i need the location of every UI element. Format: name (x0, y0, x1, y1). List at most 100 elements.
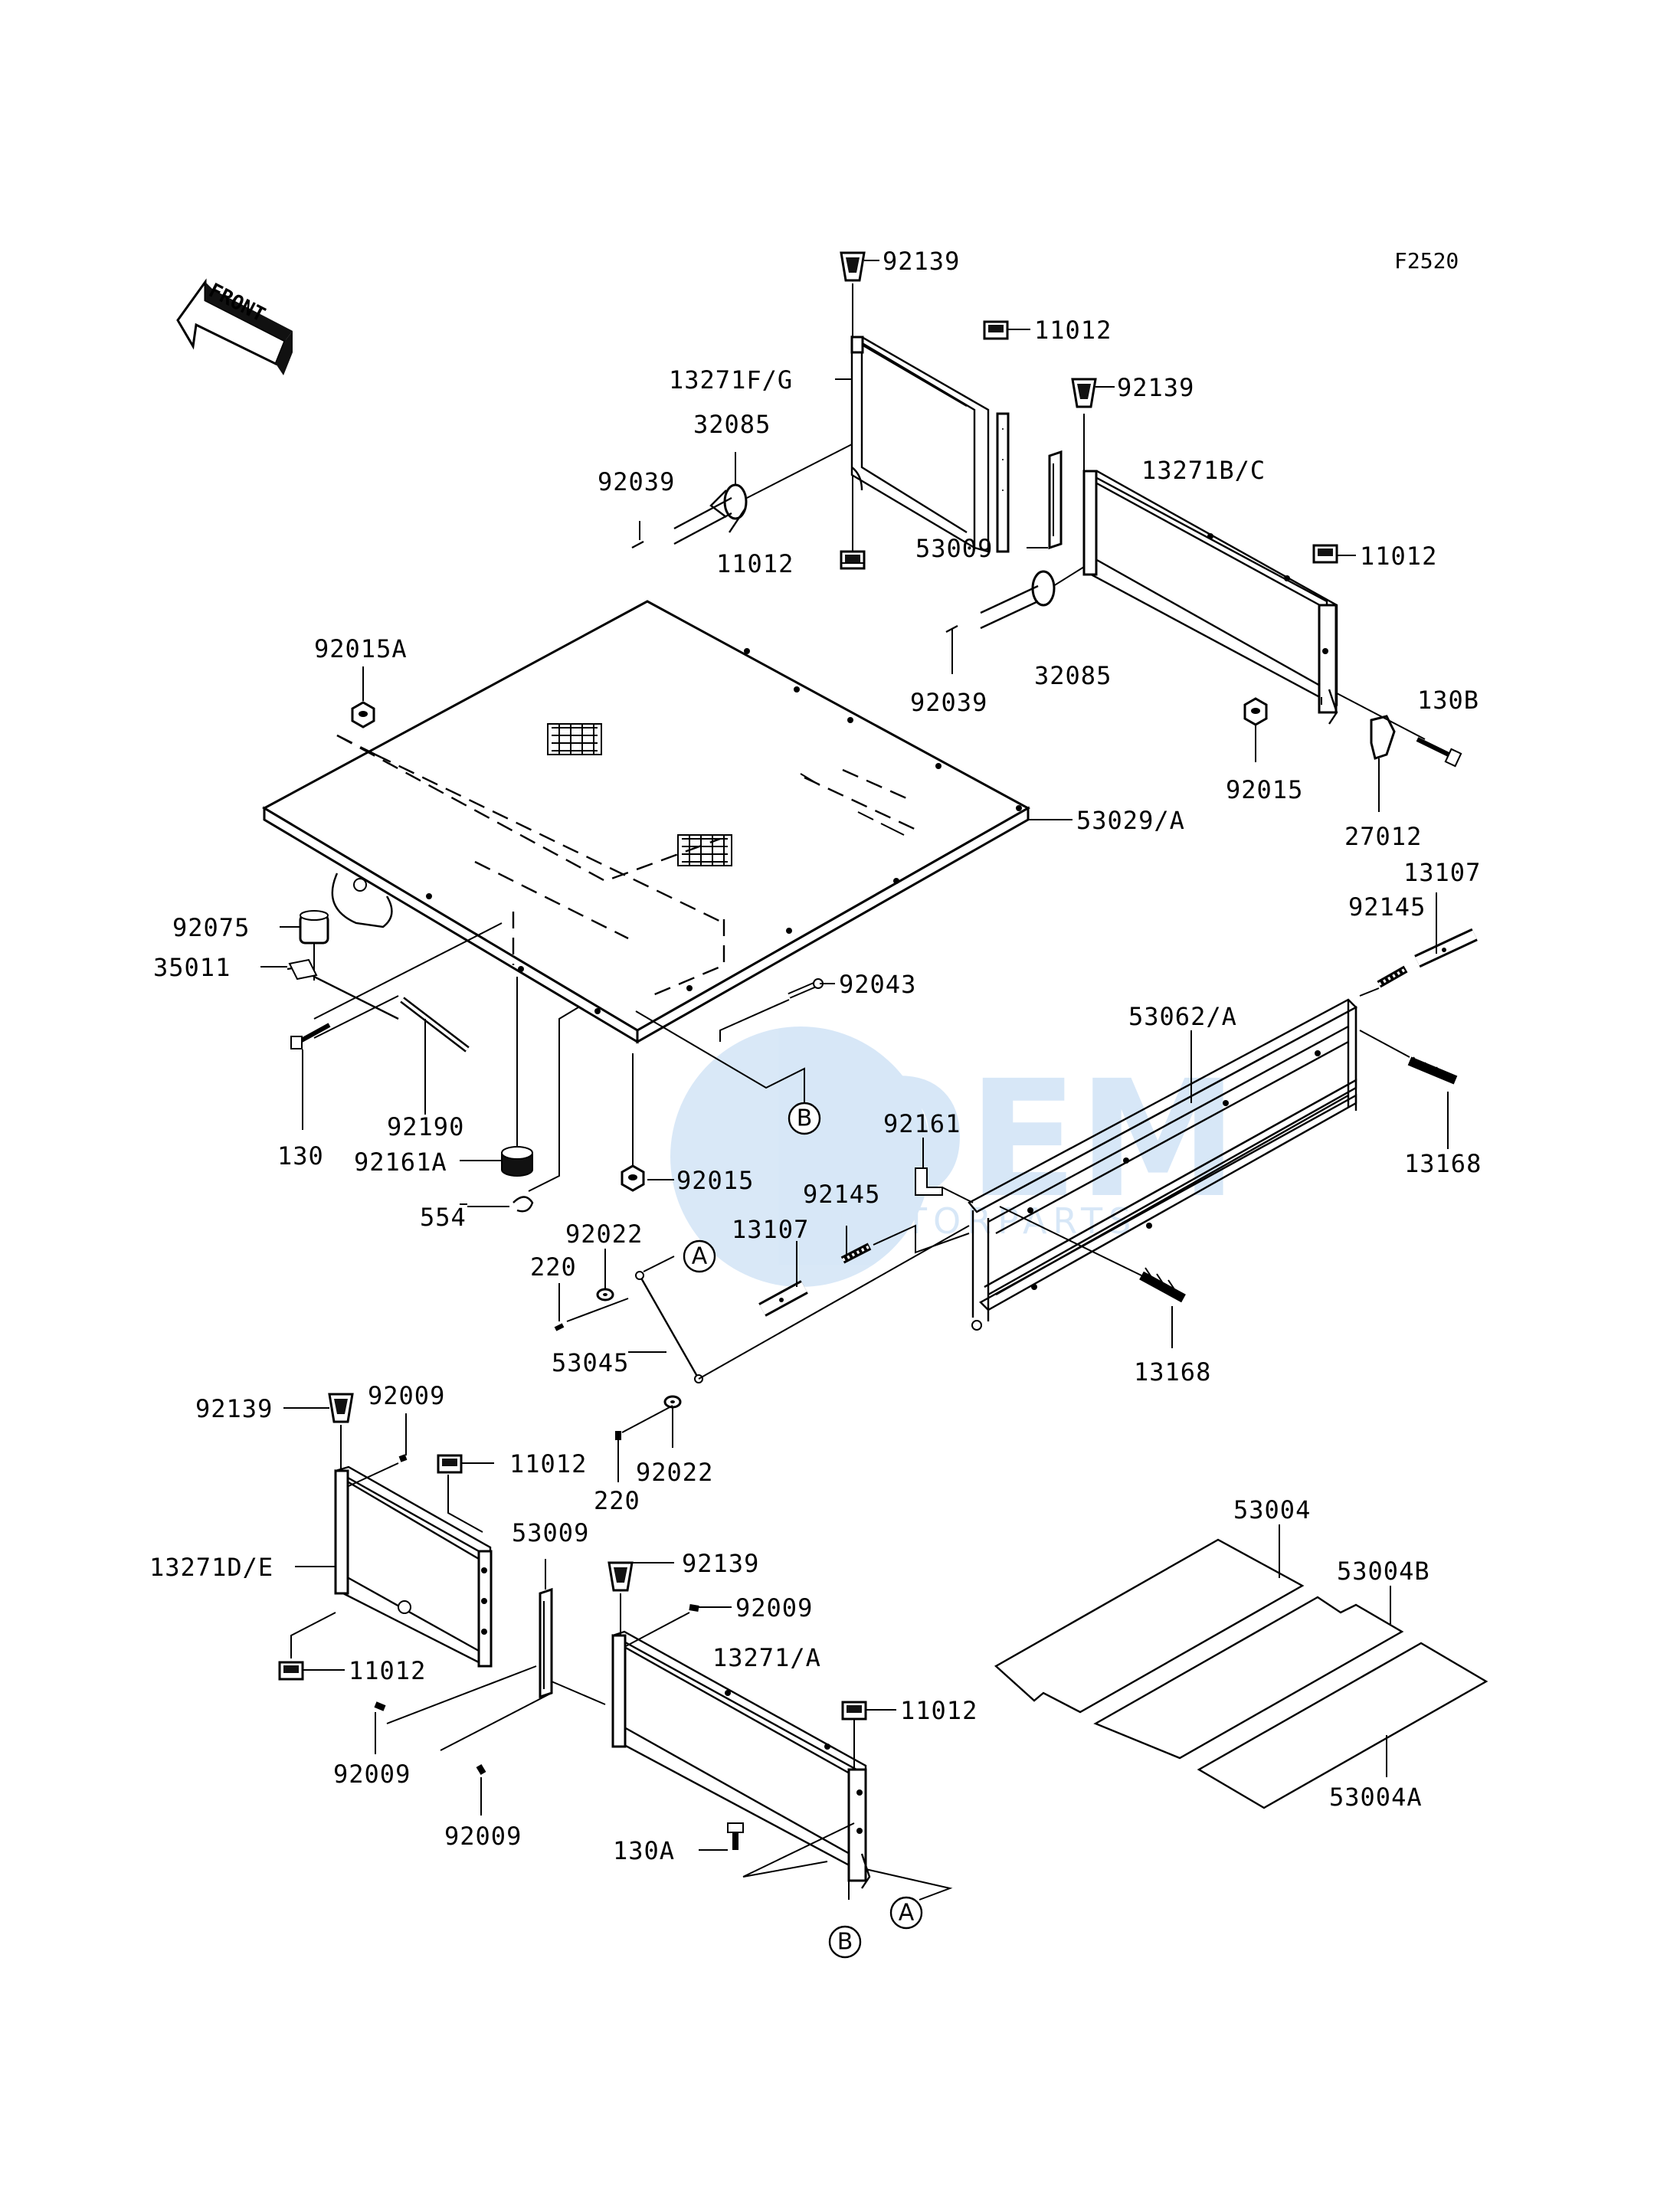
cap-square-icon (841, 1701, 867, 1721)
part-label: 92139 (1117, 373, 1194, 402)
part-label: 11012 (1034, 316, 1112, 345)
part-label: 92145 (1348, 892, 1426, 922)
hinge-icon (673, 483, 748, 545)
bolt-icon (1416, 737, 1462, 768)
rod-icon (400, 997, 470, 1053)
part-label: 92015 (676, 1166, 754, 1195)
bed-floor-panel (261, 600, 1031, 1044)
bolt-icon (290, 1023, 331, 1049)
side-panel-upper-left (850, 335, 1010, 553)
part-label: 554 (420, 1203, 467, 1232)
nut-icon (621, 1164, 645, 1192)
pin-icon (758, 1280, 808, 1317)
nut-icon (1243, 697, 1268, 726)
spring-icon (840, 1243, 872, 1264)
part-label: 130B (1417, 686, 1479, 715)
part-label: 92022 (636, 1458, 713, 1487)
part-label: 92190 (387, 1112, 464, 1141)
part-label: 130 (277, 1141, 324, 1171)
latch-rod-icon (287, 958, 399, 1020)
part-label: 53062/A (1128, 1002, 1237, 1031)
part-label: 92043 (839, 970, 916, 999)
part-label: 11012 (716, 549, 794, 578)
part-label: 53004 (1233, 1495, 1311, 1524)
svg-text:B: B (797, 1105, 813, 1132)
plate-icon (539, 1587, 553, 1699)
side-panel-lower-left (334, 1465, 493, 1668)
part-label: 13271F/G (669, 365, 793, 395)
tailgate (968, 998, 1357, 1331)
cap-icon (840, 251, 866, 282)
spring-icon (1377, 965, 1408, 988)
cap-square-icon (1312, 544, 1338, 564)
part-label: 220 (530, 1252, 577, 1282)
bumper-icon (501, 1146, 533, 1177)
part-label: 53029/A (1076, 806, 1185, 835)
floor-mat (1093, 1596, 1404, 1760)
part-label: 92022 (565, 1220, 643, 1249)
part-label: 27012 (1344, 822, 1422, 851)
part-label: 11012 (1360, 542, 1437, 571)
part-label: 11012 (349, 1656, 426, 1685)
washer-icon (663, 1395, 682, 1409)
cap-square-icon (840, 550, 866, 570)
pin-icon (1414, 928, 1478, 968)
cap-square-icon (278, 1661, 304, 1681)
plate-icon (1048, 450, 1063, 550)
cap-icon (1071, 378, 1097, 408)
hinge-icon (980, 570, 1056, 630)
part-label: 13271/A (712, 1643, 821, 1672)
part-label: 53045 (552, 1348, 629, 1377)
part-label: 92139 (682, 1549, 759, 1578)
front-arrow-icon: FRONT (176, 278, 293, 375)
part-label: 92139 (883, 247, 960, 276)
part-label: 92039 (910, 688, 987, 717)
part-label: 13107 (732, 1215, 809, 1244)
part-label: 130A (613, 1836, 675, 1865)
part-label: 92039 (598, 467, 675, 496)
pin-cap-icon (299, 910, 329, 945)
screw-icon (476, 1763, 486, 1776)
leader-lines (260, 260, 1356, 1851)
side-panel-upper-right (1082, 469, 1338, 725)
part-label: 92075 (172, 913, 250, 942)
pin-icon (1139, 1267, 1186, 1303)
figure-code: F2520 (1394, 248, 1459, 273)
screw-icon (374, 1701, 386, 1711)
washer-icon (596, 1288, 614, 1302)
part-labels: 92139 11012 13271F/G 32085 92039 11012 9… (149, 247, 1481, 1865)
pin-icon (1407, 1056, 1458, 1085)
part-label: 53004A (1329, 1783, 1423, 1812)
part-label: 53004B (1337, 1557, 1430, 1586)
cap-square-icon (983, 320, 1009, 340)
bracket-icon (1370, 715, 1396, 760)
part-label: 11012 (509, 1449, 587, 1478)
clip-icon (513, 1196, 534, 1213)
part-label: 92161A (354, 1148, 447, 1177)
part-label: 92015 (1226, 775, 1303, 804)
cap-square-icon (437, 1454, 463, 1474)
part-label: 32085 (1034, 661, 1112, 690)
part-label: 35011 (153, 953, 231, 982)
reference-marker-a: A (889, 1896, 923, 1930)
reference-marker-a: A (683, 1239, 716, 1273)
part-label: 13271D/E (149, 1553, 273, 1582)
cable-icon (635, 1271, 703, 1383)
watermark: OEM MOTORPARTS (670, 1026, 1238, 1287)
part-label: 53009 (512, 1518, 589, 1547)
svg-text:A: A (899, 1900, 915, 1927)
svg-text:A: A (692, 1243, 708, 1270)
part-label: 92009 (444, 1822, 522, 1851)
part-label: 13107 (1403, 858, 1481, 887)
bolt-icon (727, 1822, 744, 1850)
floor-mat (1197, 1642, 1488, 1809)
part-label: 53009 (915, 534, 993, 563)
mesh-grille-icon (547, 723, 602, 755)
cap-icon (607, 1561, 634, 1592)
screw-icon (689, 1604, 699, 1612)
reference-marker-b: B (828, 1925, 862, 1959)
nut-icon (351, 701, 375, 729)
cap-icon (328, 1393, 354, 1423)
part-label: 92009 (735, 1593, 813, 1622)
